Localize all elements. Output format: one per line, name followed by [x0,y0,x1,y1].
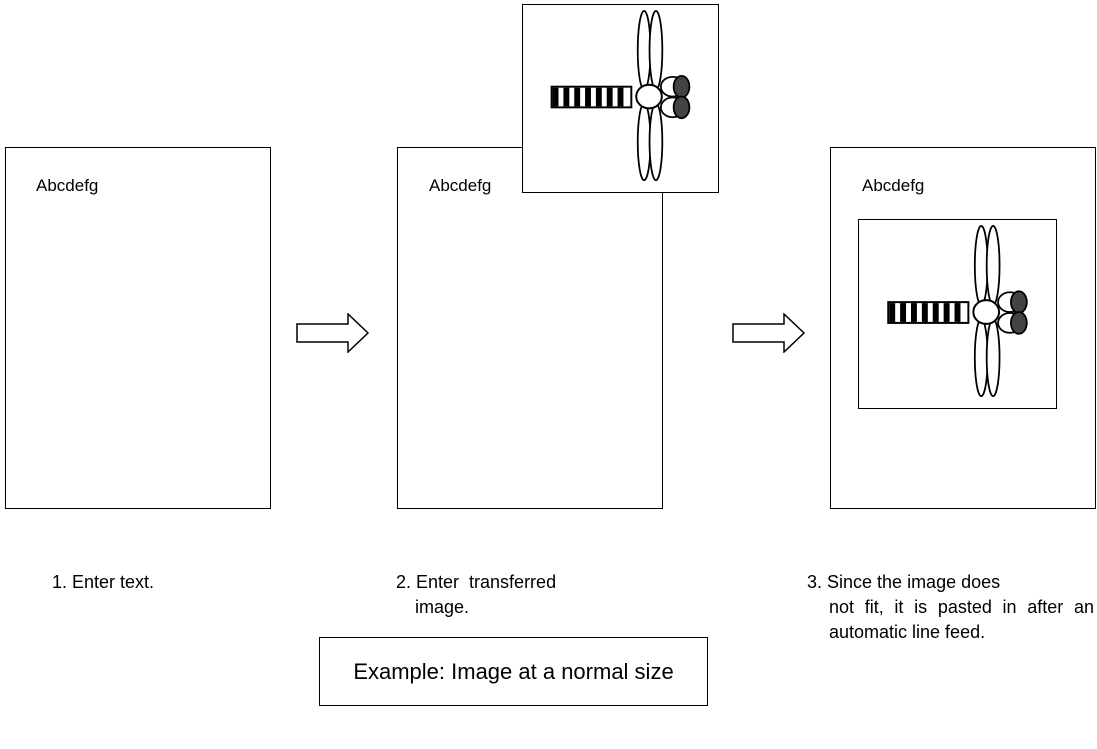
step-2-caption: 2. Enter transferred image. [396,570,636,620]
page-step-2: Abcdefg [397,147,663,509]
step-3-caption: 3. Since the image does not fit, it is p… [807,570,1094,645]
page-step-3: Abcdefg [830,147,1096,509]
dragonfly-icon [859,220,1056,408]
caption-continuation: image. [415,597,470,617]
example-caption: Example: Image at a normal size [353,658,674,684]
right-arrow-icon [732,313,806,353]
page-step-1: Abcdefg [5,147,271,509]
dragonfly-icon [523,5,718,192]
right-arrow-icon [296,313,370,353]
caption-continuation: not fit, it is pasted in after an automa… [829,597,1094,642]
page-text: Abcdefg [862,176,925,195]
pasted-image [858,219,1057,409]
caption-line: 1. Enter text. [52,572,155,592]
step-1-caption: 1. Enter text. [52,570,282,595]
caption-line: 3. Since the image does [807,572,1001,592]
page-text: Abcdefg [36,176,99,195]
transferred-image [522,4,719,193]
example-caption-box: Example: Image at a normal size [319,637,708,706]
page-text: Abcdefg [429,176,492,195]
caption-line: 2. Enter transferred [396,572,557,592]
